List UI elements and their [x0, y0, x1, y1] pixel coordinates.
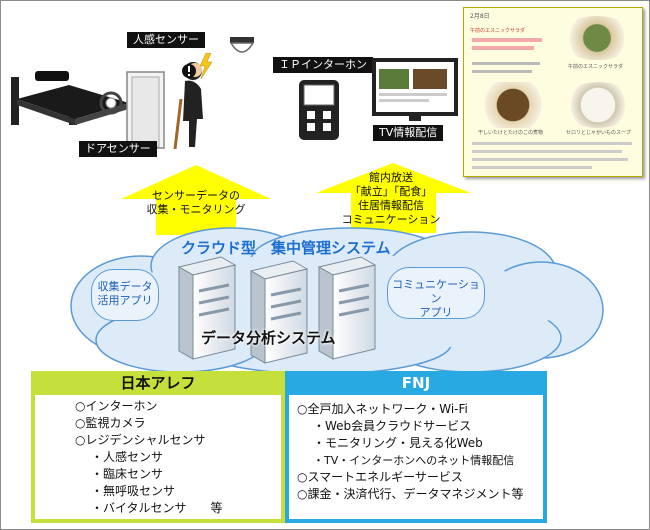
menu-text-line — [472, 166, 592, 169]
motion-sensor-icon — [229, 37, 255, 53]
nihon-alef-panel: 日本アレフ ○インターホン ○監視カメラ ○レジデンシャルセンサ ・人感センサ … — [31, 371, 285, 523]
tv-info-label: TV情報配信 — [373, 125, 444, 141]
caption-salad: 午前のエスニックサラダ — [568, 64, 624, 70]
broadcast-line-4: コミュニケーション — [341, 213, 441, 226]
door-icon — [126, 71, 165, 149]
communication-app-bubble: コミュニケーション アプリ — [387, 267, 485, 319]
motion-sensor-label: 人感センサー — [127, 32, 205, 48]
tv-icon — [372, 58, 458, 121]
list-item: ○全戸加入ネットワーク・Wi-Fi — [297, 402, 468, 416]
menu-text-line — [472, 38, 542, 42]
communication-app-text: コミュニケーション アプリ — [388, 278, 484, 320]
data-app-bubble: 収集データ 活用アプリ — [91, 269, 159, 321]
menu-text-line — [472, 142, 632, 145]
intercom-device-icon — [299, 80, 339, 140]
nihon-alef-list: ○インターホン ○監視カメラ ○レジデンシャルセンサ ・人感センサ ・臨床センサ… — [35, 395, 281, 519]
communication-app-line-1: コミュニケーション — [392, 278, 480, 305]
menu-date: 2月8日 — [470, 13, 490, 20]
caption-soup: セロリとじゃがいものスープ — [566, 130, 631, 136]
menu-text-line — [472, 158, 628, 161]
menu-text-line — [472, 46, 534, 50]
broadcast-line-3: 住居情報配信 — [358, 199, 424, 212]
fnj-title: FNJ — [401, 374, 431, 392]
list-item: ・Web会員クラウドサービス — [313, 419, 472, 433]
broadcast-line-2: 「献立」「配食」 — [349, 185, 433, 198]
door-sensor-label: ドアセンサー — [79, 141, 157, 157]
signal-bolt-icon — [199, 53, 213, 79]
broadcast-text: 館内放送 「献立」「配食」 住居情報配信 コミュニケーション — [331, 171, 451, 227]
communication-app-line-2: アプリ — [419, 306, 453, 319]
list-item: ○監視カメラ — [75, 416, 146, 430]
list-item: ・臨床センサ — [91, 467, 164, 481]
broadcast-line-1: 館内放送 — [369, 171, 413, 184]
salad-photo — [558, 16, 636, 60]
menu-item-top: 午前のエスニックサラダ — [470, 28, 526, 34]
menu-text-line — [472, 62, 540, 65]
list-item: ○インターホン — [75, 399, 158, 413]
menu-text-line — [472, 150, 622, 153]
alert-icon — [182, 64, 196, 78]
server-icon — [177, 256, 237, 360]
nihon-alef-title: 日本アレフ — [120, 374, 196, 392]
list-item: ・無呼吸センサ — [91, 484, 176, 498]
fnj-list: ○全戸加入ネットワーク・Wi-Fi ・Web会員クラウドサービス ・モニタリング… — [289, 395, 543, 519]
data-analysis-title: データ分析システム — [201, 329, 336, 347]
cloud-title: クラウド型 集中管理システム — [181, 239, 391, 257]
menu-text-line — [472, 70, 532, 73]
tv-screen-menu: 2月8日 午前のエスニックサラダ 午前のエスニックサラダ 干しいたけとたけのこの… — [463, 7, 643, 177]
server-icon — [317, 256, 377, 360]
sensor-data-arrow — [121, 165, 271, 235]
list-item: ○課金・決済代行、データマネジメント等 — [297, 487, 524, 501]
simmered-dish-photo — [474, 82, 552, 128]
data-app-text: 収集データ 活用アプリ — [92, 280, 158, 308]
soup-photo — [560, 82, 636, 128]
data-app-line-2: 活用アプリ — [97, 294, 153, 307]
list-item: ・人感センサ — [91, 450, 164, 464]
list-item: ・バイタルセンサ 等 — [91, 501, 223, 515]
sensor-data-line-1: センサーデータの — [152, 189, 240, 202]
ip-intercom-label: ＩＰインターホン — [273, 57, 373, 73]
data-app-line-1: 収集データ — [97, 280, 153, 293]
sensor-data-line-2: 収集・モニタリング — [146, 203, 246, 216]
broadcast-arrow — [316, 163, 471, 233]
list-item: ○レジデンシャルセンサ — [75, 433, 206, 447]
caption-simmered: 干しいたけとたけのこの煮物 — [478, 130, 544, 136]
fnj-panel: FNJ ○全戸加入ネットワーク・Wi-Fi ・Web会員クラウドサービス ・モニ… — [285, 371, 547, 523]
sensor-data-text: センサーデータの 収集・モニタリング — [146, 189, 246, 217]
list-item: ○スマートエネルギーサービス — [297, 470, 463, 484]
door-sensor-icon — [99, 91, 123, 115]
server-icon — [249, 260, 309, 364]
list-item: ・モニタリング・見える化Web — [313, 436, 483, 450]
server-group — [177, 256, 377, 364]
list-item: ・TV・インターホンへのネット情報配信 — [313, 454, 515, 467]
